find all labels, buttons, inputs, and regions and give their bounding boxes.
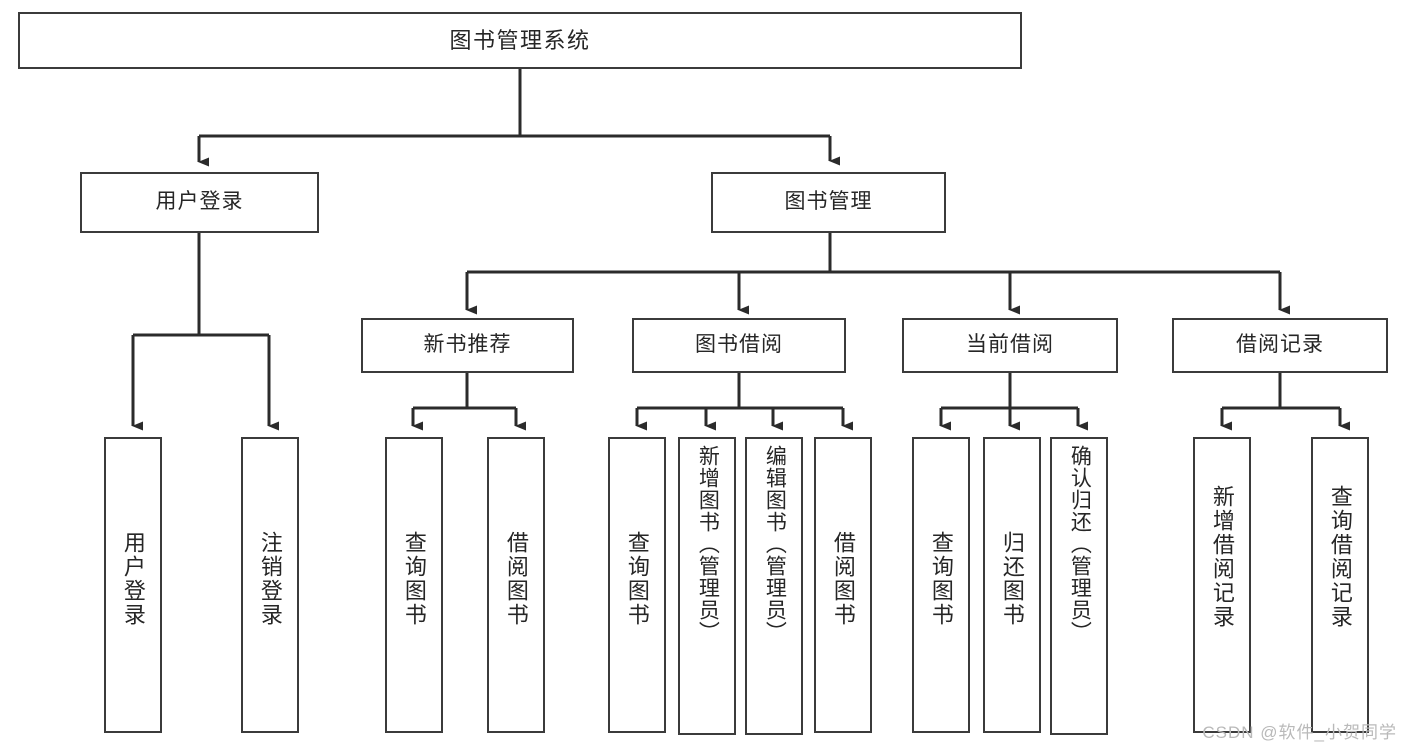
leaf-user-logout[interactable]: 注销登录 bbox=[241, 437, 299, 733]
node-new-book-recommend[interactable]: 新书推荐 bbox=[361, 318, 574, 373]
node-label: 查询图书 bbox=[624, 531, 650, 627]
node-book-management[interactable]: 图书管理 bbox=[711, 172, 946, 233]
node-label: 新增借阅记录 bbox=[1209, 485, 1235, 629]
node-user-login[interactable]: 用户登录 bbox=[80, 172, 319, 233]
node-current-borrow[interactable]: 当前借阅 bbox=[902, 318, 1118, 373]
node-label: 确认归还（管理员） bbox=[1068, 445, 1092, 643]
node-label: 查询图书 bbox=[401, 531, 427, 627]
leaf-user-login[interactable]: 用户登录 bbox=[104, 437, 162, 733]
node-label: 当前借阅 bbox=[966, 333, 1054, 357]
node-label: 借阅记录 bbox=[1236, 333, 1324, 357]
node-label: 新增图书（管理员） bbox=[696, 445, 720, 643]
node-label: 图书管理系统 bbox=[449, 27, 591, 53]
node-label: 用户登录 bbox=[155, 190, 244, 214]
leaf-borrow-add-book-admin[interactable]: 新增图书（管理员） bbox=[678, 437, 736, 735]
node-label: 查询借阅记录 bbox=[1327, 485, 1353, 629]
leaf-borrow-edit-book-admin[interactable]: 编辑图书（管理员） bbox=[745, 437, 803, 735]
leaf-current-return-book[interactable]: 归还图书 bbox=[983, 437, 1041, 733]
node-label: 图书借阅 bbox=[695, 333, 783, 357]
node-book-borrow[interactable]: 图书借阅 bbox=[632, 318, 846, 373]
node-borrow-record[interactable]: 借阅记录 bbox=[1172, 318, 1388, 373]
node-label: 借阅图书 bbox=[503, 531, 529, 627]
node-label: 图书管理 bbox=[784, 190, 873, 214]
node-label: 注销登录 bbox=[257, 531, 283, 627]
node-label: 查询图书 bbox=[928, 531, 954, 627]
leaf-recommend-query-book[interactable]: 查询图书 bbox=[385, 437, 443, 733]
node-label: 借阅图书 bbox=[830, 531, 856, 627]
node-label: 归还图书 bbox=[999, 531, 1025, 627]
node-label: 编辑图书（管理员） bbox=[763, 445, 787, 643]
leaf-current-confirm-return-admin[interactable]: 确认归还（管理员） bbox=[1050, 437, 1108, 735]
leaf-record-query-record[interactable]: 查询借阅记录 bbox=[1311, 437, 1369, 733]
leaf-borrow-query-book[interactable]: 查询图书 bbox=[608, 437, 666, 733]
leaf-borrow-borrow-book[interactable]: 借阅图书 bbox=[814, 437, 872, 733]
leaf-current-query-book[interactable]: 查询图书 bbox=[912, 437, 970, 733]
leaf-recommend-borrow-book[interactable]: 借阅图书 bbox=[487, 437, 545, 733]
leaf-record-add-record[interactable]: 新增借阅记录 bbox=[1193, 437, 1251, 733]
node-label: 新书推荐 bbox=[423, 333, 512, 357]
csdn-watermark: CSDN @软件_小贺同学 bbox=[1202, 723, 1397, 742]
node-label: 用户登录 bbox=[120, 531, 146, 627]
node-root-system[interactable]: 图书管理系统 bbox=[18, 12, 1022, 69]
